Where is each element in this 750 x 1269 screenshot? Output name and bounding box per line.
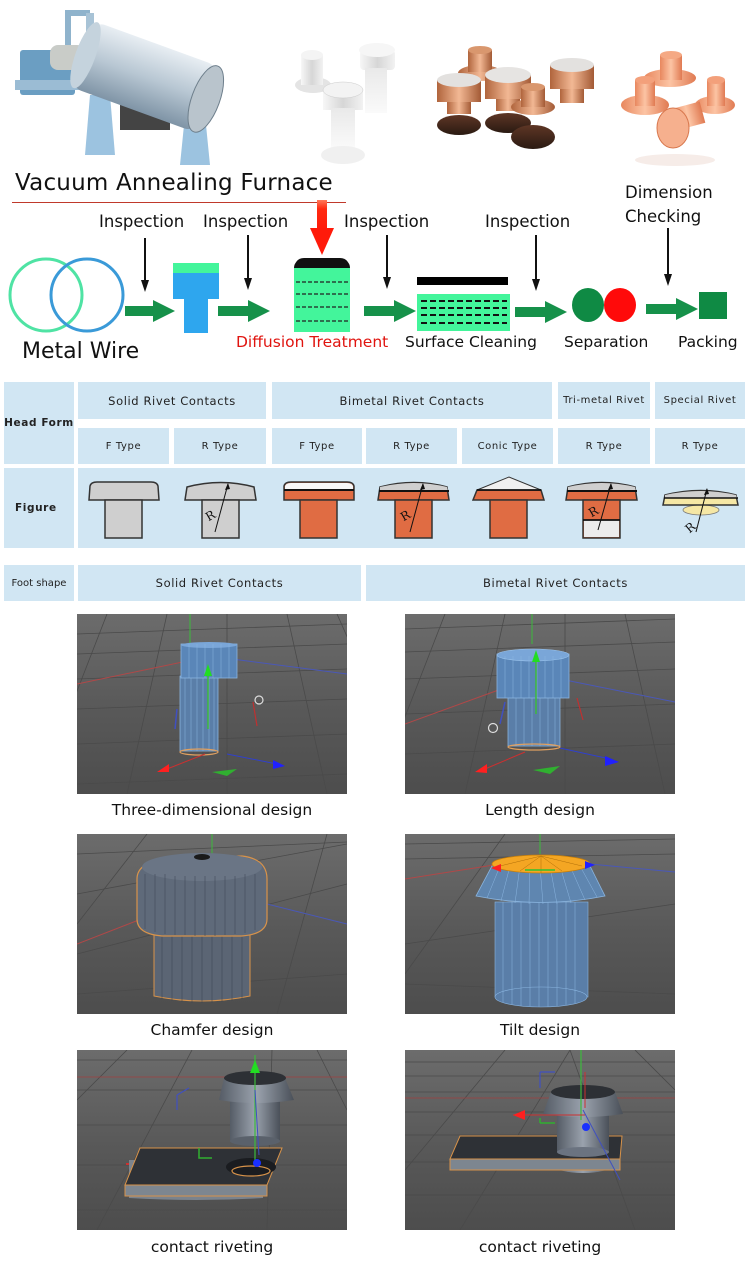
process-arrow-icon xyxy=(515,301,567,323)
svg-text:R: R xyxy=(682,519,699,536)
surface-cleaning-label: Surface Cleaning xyxy=(405,333,537,351)
type-special-r: R Type xyxy=(655,428,745,464)
red-down-arrow-icon xyxy=(310,200,334,255)
separation-icon xyxy=(572,288,636,322)
title-underline xyxy=(12,202,346,203)
foot-group-solid: Solid Rivet Contacts xyxy=(78,565,361,601)
group-solid-rivet: Solid Rivet Contacts xyxy=(78,382,266,419)
chamfer-rivet-model xyxy=(77,834,347,1014)
figure-solid-f-type xyxy=(88,481,160,539)
separation-label: Separation xyxy=(564,333,649,351)
type-bimetal-r: R Type xyxy=(366,428,457,464)
row-label-foot-shape: Foot shape xyxy=(4,565,74,601)
figure-bimetal-r-type: R xyxy=(377,481,450,539)
figure-bimetal-f-type xyxy=(283,481,355,539)
type-solid-f: F Type xyxy=(78,428,169,464)
three-dimensional-rivet-model xyxy=(77,614,347,794)
type-solid-r: R Type xyxy=(174,428,266,464)
down-arrow-icon xyxy=(532,279,540,291)
type-bimetal-f: F Type xyxy=(272,428,362,464)
furnace-title: Vacuum Annealing Furnace xyxy=(15,170,333,196)
process-arrow-icon xyxy=(218,300,270,322)
render-contact-riveting-2 xyxy=(405,1050,675,1230)
down-arrow-icon xyxy=(383,277,391,289)
render-contact-riveting-1 xyxy=(77,1050,347,1230)
inspection-arrow-line-3 xyxy=(386,235,388,283)
dimension-label-line2: Checking xyxy=(625,207,702,226)
tilt-rivet-model xyxy=(405,834,675,1008)
figure-special-r-type: R xyxy=(662,488,739,536)
figure-solid-r-type: R xyxy=(184,481,257,539)
group-bimetal-rivet: Bimetal Rivet Contacts xyxy=(272,382,552,419)
group-trimetal-rivet: Tri-metal Rivet xyxy=(558,382,650,419)
down-arrow-icon xyxy=(244,278,252,290)
dimension-label-line1: Dimension xyxy=(625,183,713,202)
inspection-arrow-line-4 xyxy=(535,235,537,285)
down-arrow-icon xyxy=(141,280,149,292)
contact-riveting-model-1 xyxy=(77,1050,347,1230)
caption-length-design: Length design xyxy=(485,801,595,819)
metal-wire-coils-icon xyxy=(8,257,125,333)
type-bimetal-conic: Conic Type xyxy=(462,428,553,464)
packing-box-icon xyxy=(699,292,727,319)
inspection-arrow-line-2 xyxy=(247,235,249,284)
diffusion-treatment-label: Diffusion Treatment xyxy=(236,333,389,351)
inspection-arrow-line-1 xyxy=(144,238,146,286)
diffusion-container-icon xyxy=(294,258,350,332)
process-arrow-icon xyxy=(364,300,416,322)
render-chamfer-design xyxy=(77,834,347,1014)
down-arrow-icon xyxy=(664,274,672,286)
inspection-label-3: Inspection xyxy=(344,212,430,231)
inspection-label-2: Inspection xyxy=(203,212,289,231)
rivet-blank-icon xyxy=(173,263,219,333)
type-trimetal-r: R Type xyxy=(558,428,650,464)
caption-contact-riveting-2: contact riveting xyxy=(478,1238,602,1256)
row-label-figure: Figure xyxy=(4,468,74,548)
group-special-rivet: Special Rivet xyxy=(655,382,745,419)
inspection-label-4: Inspection xyxy=(485,212,571,231)
dimension-arrow-line xyxy=(667,228,669,280)
figure-trimetal-r-type: R xyxy=(565,481,638,539)
caption-chamfer-design: Chamfer design xyxy=(150,1021,274,1039)
inspection-label-1: Inspection xyxy=(99,212,185,231)
render-three-dimensional xyxy=(77,614,347,794)
contact-riveting-model-2 xyxy=(405,1050,675,1230)
process-arrow-icon xyxy=(646,298,698,320)
caption-three-dimensional: Three-dimensional design xyxy=(111,801,313,819)
row-label-head-form: Head Form xyxy=(4,382,74,464)
caption-tilt-design: Tilt design xyxy=(499,1021,581,1039)
vacuum-annealing-furnace-image xyxy=(15,10,225,165)
caption-contact-riveting-1: contact riveting xyxy=(150,1238,274,1256)
figure-bimetal-conic-type xyxy=(472,476,546,539)
length-rivet-model xyxy=(405,614,675,794)
foot-group-bimetal: Bimetal Rivet Contacts xyxy=(366,565,745,601)
bimetal-rivet-contacts-image xyxy=(437,46,594,149)
render-length-design xyxy=(405,614,675,794)
packing-label: Packing xyxy=(678,333,738,351)
metal-wire-label: Metal Wire xyxy=(22,339,140,364)
process-arrow-icon xyxy=(125,300,175,322)
surface-cleaning-icon xyxy=(417,277,510,331)
copper-rivet-contacts-image xyxy=(621,51,735,166)
render-tilt-design xyxy=(405,834,675,1014)
silver-rivet-contacts-image xyxy=(295,43,395,164)
